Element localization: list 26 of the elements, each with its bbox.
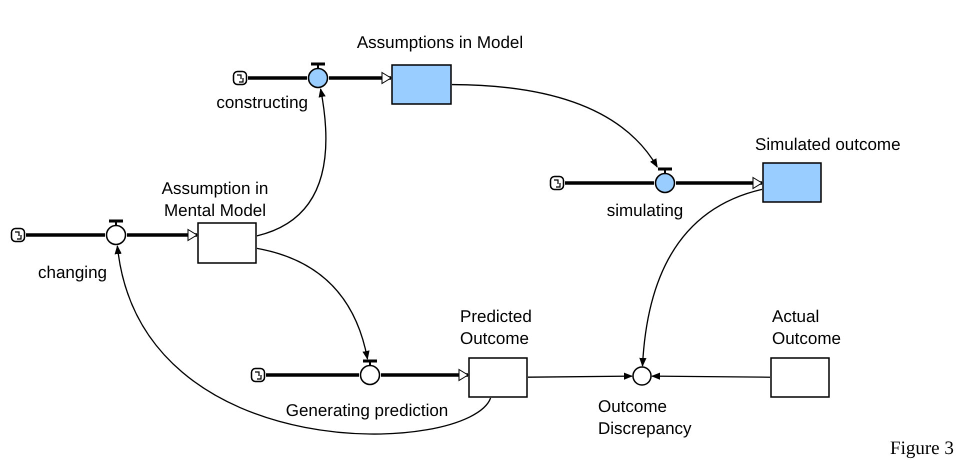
flow-pipe (381, 369, 468, 381)
connector-arrow (651, 372, 770, 380)
flow-pipe (127, 229, 198, 241)
converter-label: Outcome Discrepancy (598, 396, 693, 440)
flow-label: Generating prediction (284, 400, 450, 422)
flow-pipe (266, 373, 359, 377)
connector-arrow (256, 88, 326, 236)
flow-pipe (248, 76, 307, 80)
flow-label: changing (36, 262, 107, 284)
flow-pipe (676, 177, 762, 189)
stock-label: Predicted Outcome (460, 306, 533, 350)
flow-pipe (329, 72, 392, 84)
flow-label: simulating (606, 200, 684, 222)
flow-pipe (26, 233, 105, 237)
connector-arrow (640, 188, 762, 367)
stock-label: Assumptions in Model (356, 32, 524, 54)
flow-label: constructing (215, 92, 308, 114)
stock-label: Simulated outcome (755, 134, 902, 156)
stock-label: Assumption in Mental Model (160, 178, 270, 222)
figure-label: Figure 3 (890, 438, 954, 460)
connector-arrow (256, 248, 370, 360)
stock-label: Actual Outcome (772, 306, 842, 350)
connector-arrow (116, 245, 492, 434)
flow-pipe (565, 181, 654, 185)
connector-arrow (452, 84, 658, 168)
connector-arrow (528, 372, 633, 380)
